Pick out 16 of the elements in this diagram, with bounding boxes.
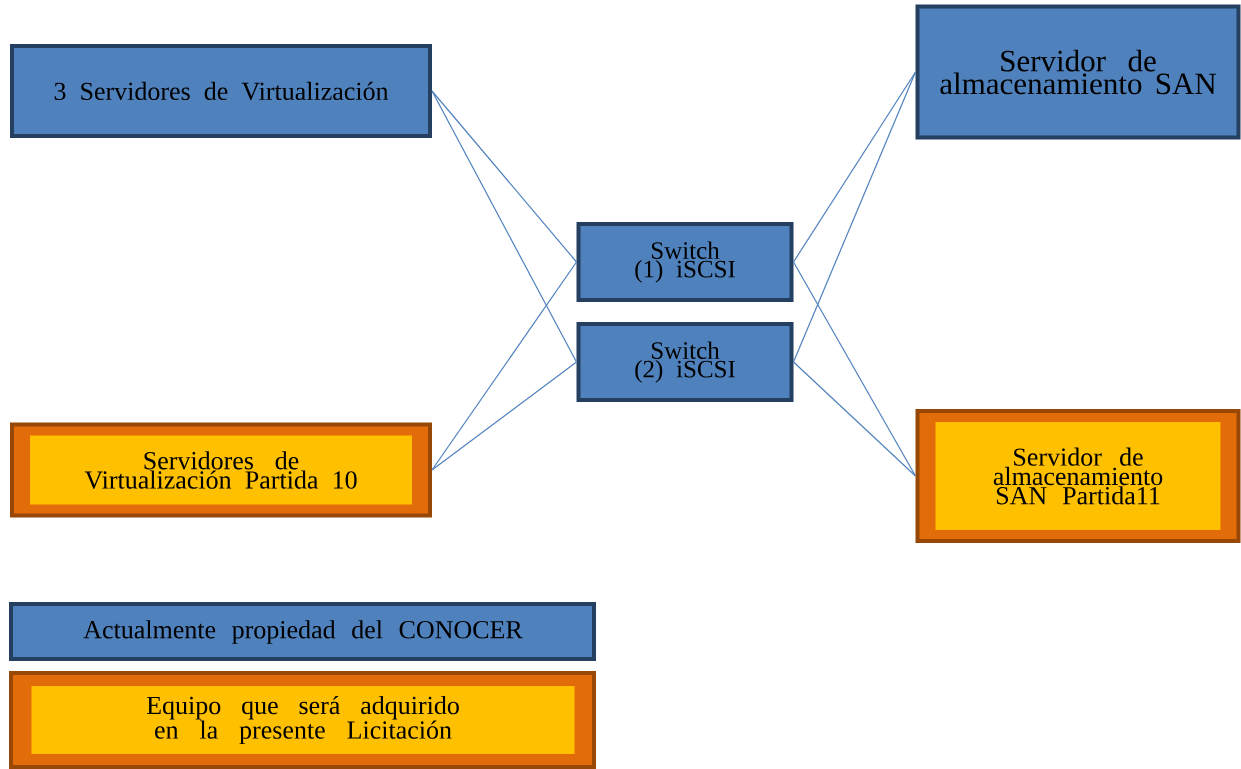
connector-line [792, 361, 917, 477]
server-box: Servidor de almacenamiento SAN Partida11 [915, 409, 1241, 543]
connector-line [792, 261, 917, 477]
connector-line [431, 90, 578, 263]
connector-line [792, 71, 917, 363]
connector-line [431, 261, 578, 471]
connector-line [792, 71, 917, 263]
connector-line [431, 361, 578, 471]
server-box: Servidor de almacenamiento SAN [915, 4, 1241, 140]
server-box: Switch (1) iSCSI [576, 222, 794, 302]
server-box: 3 Servidores de Virtualización [10, 44, 432, 138]
server-box: Servidores de Virtualización Partida 10 [10, 422, 432, 518]
legend-box: Equipo que será adquirido en la presente Licitación [9, 671, 596, 769]
server-box: Switch (2) iSCSI [576, 322, 794, 402]
connector-line [431, 90, 578, 363]
legend-box: Actualmente propiedad del CONOCER [9, 602, 596, 661]
